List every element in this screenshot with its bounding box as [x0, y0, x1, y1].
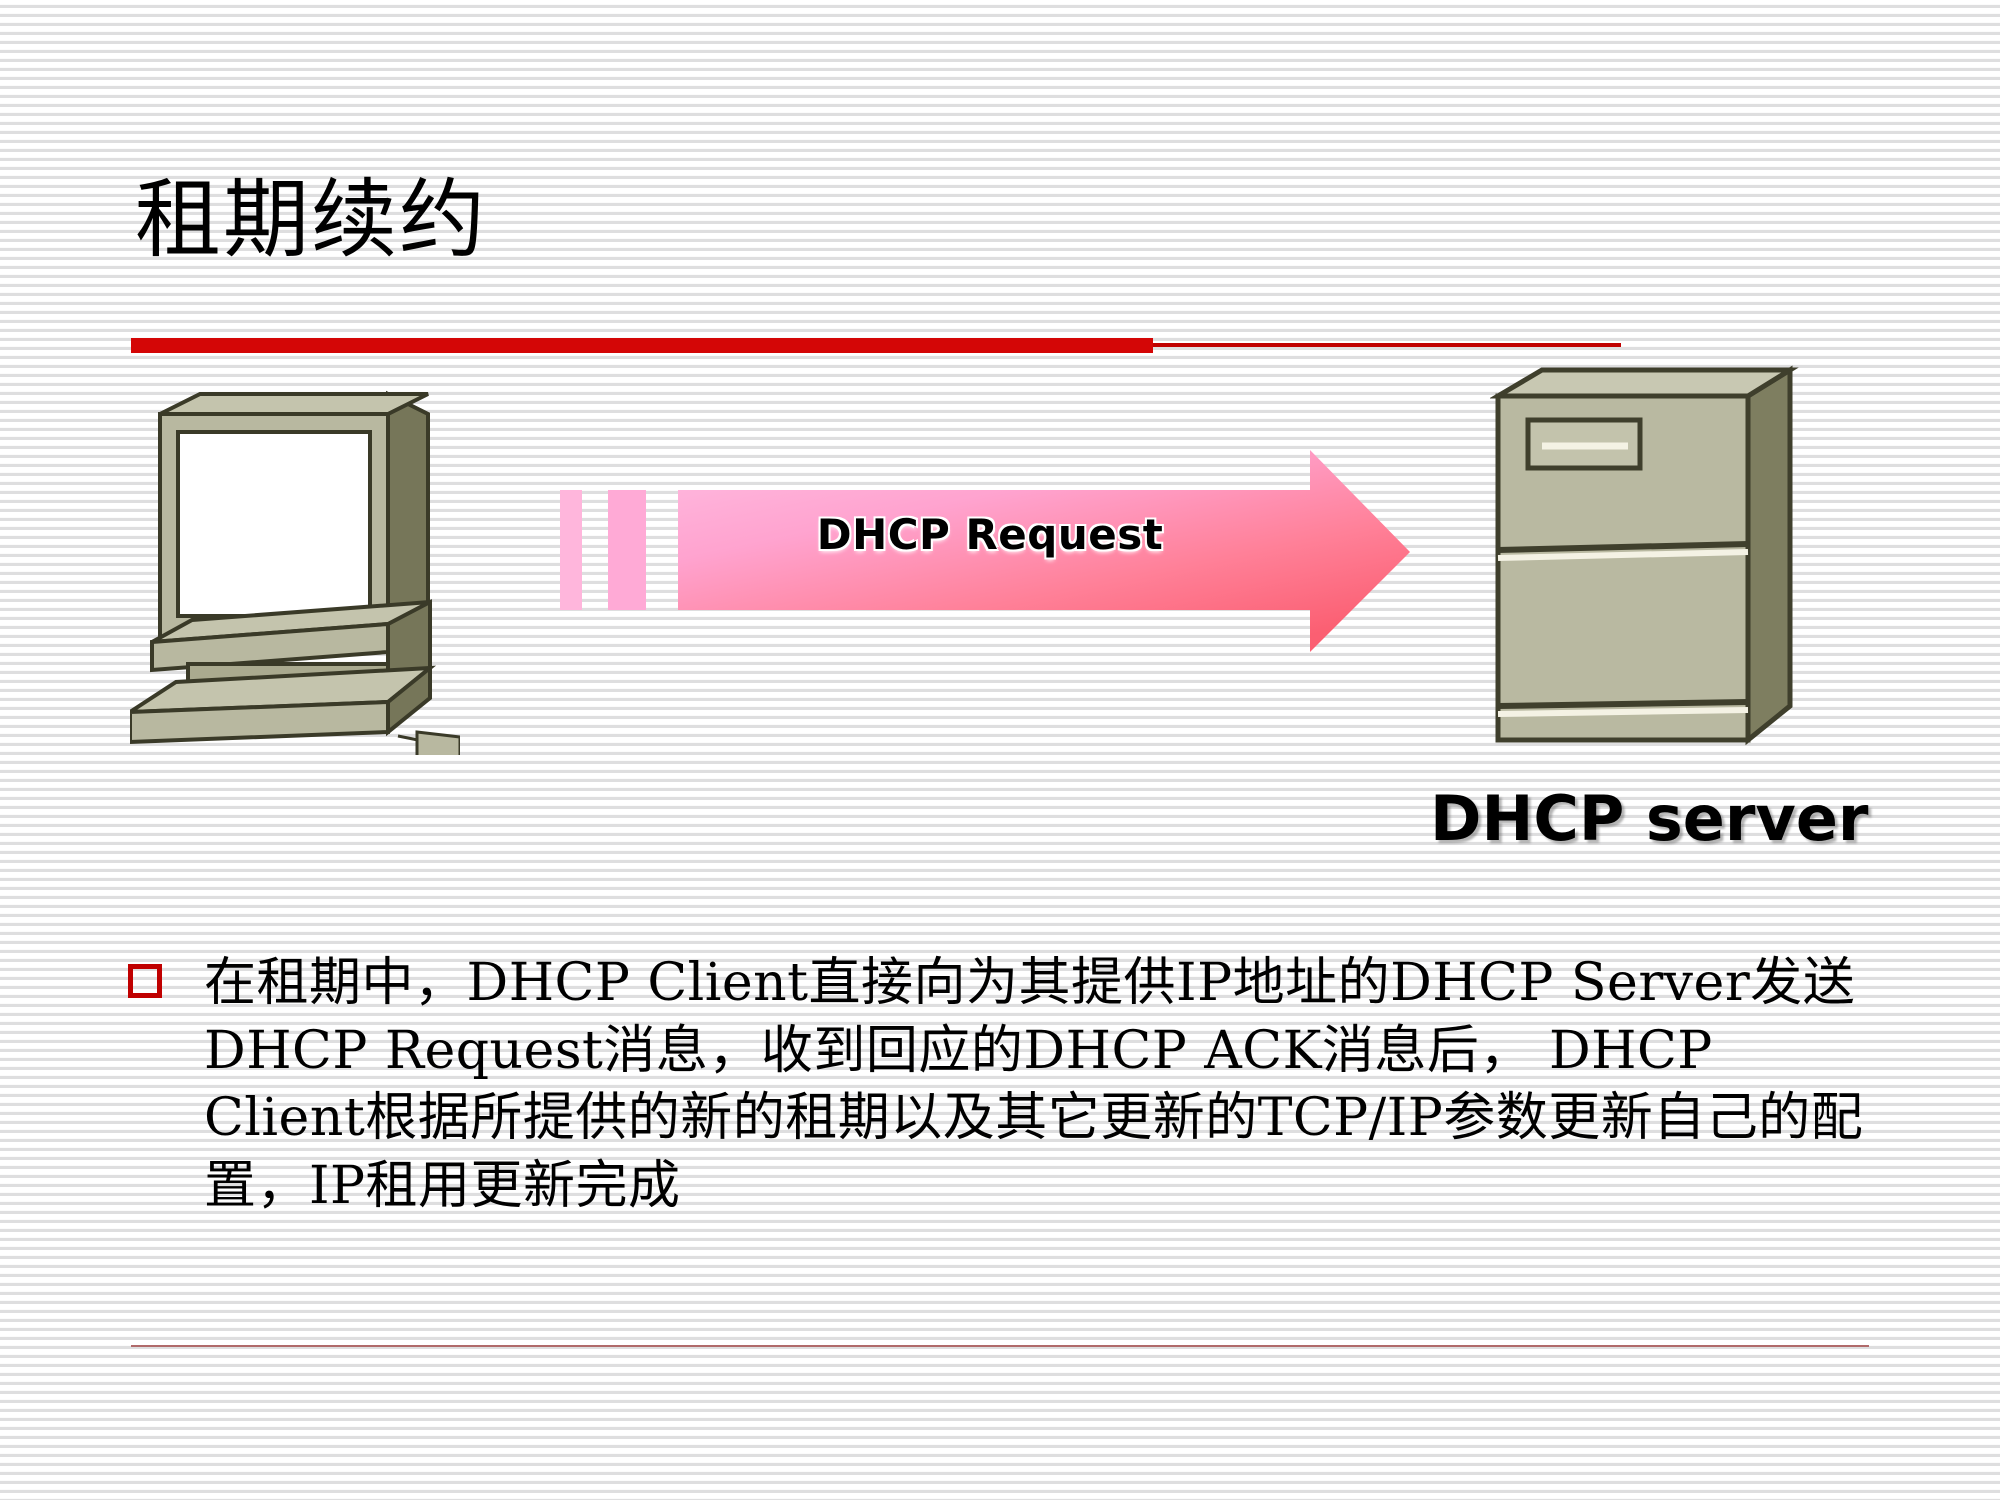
arrow-shape: [678, 450, 1410, 652]
mouse-icon: [415, 730, 460, 755]
arrow-motion-trail-1: [560, 490, 582, 610]
arrow-motion-trail-2: [608, 490, 646, 610]
desktop-computer-icon: [130, 390, 460, 755]
arrow-label: DHCP Request: [816, 510, 1164, 559]
server-label: DHCP server: [1430, 782, 1869, 855]
bullet-list-item: 在租期中，DHCP Client直接向为其提供IP地址的DHCP Server发…: [128, 950, 1888, 1220]
footer-divider: [131, 1345, 1869, 1347]
page-title: 租期续约: [135, 170, 487, 270]
bullet-text: 在租期中，DHCP Client直接向为其提供IP地址的DHCP Server发…: [204, 953, 1864, 1216]
title-divider-thick: [131, 338, 1153, 353]
server-tower-icon: [1490, 365, 1799, 746]
dhcp-request-arrow: DHCP Request: [560, 440, 1430, 665]
monitor-screen: [176, 430, 372, 618]
bullet-square-icon: [128, 964, 162, 998]
